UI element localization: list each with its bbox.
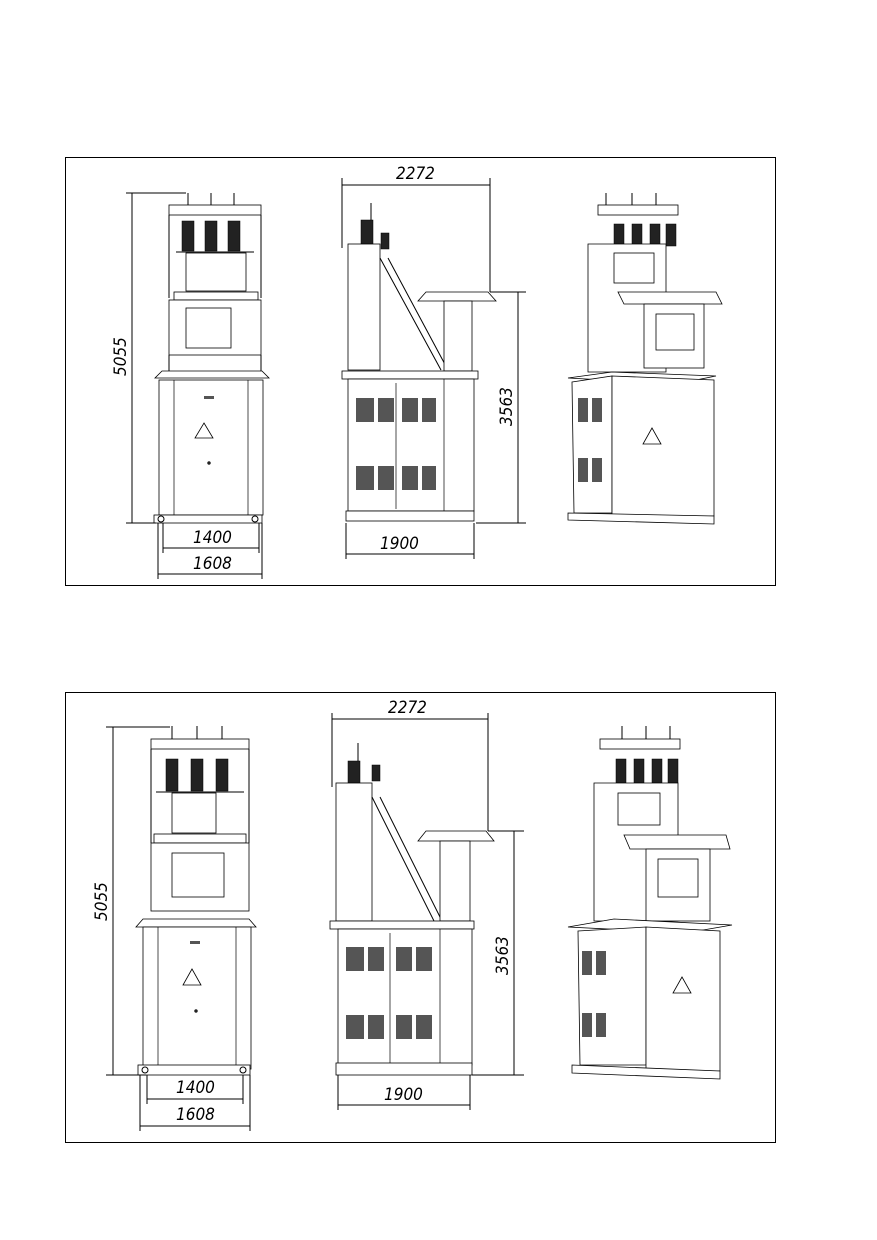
dim-label-3563: 3563: [493, 936, 513, 975]
dim-label-1900: 1900: [380, 534, 419, 554]
dim-label-3563: 3563: [497, 387, 517, 426]
front-view: [153, 193, 270, 524]
dim-label-5055: 5055: [111, 337, 131, 376]
dim-label-1608: 1608: [193, 554, 232, 574]
warning-sign-icon: [194, 422, 214, 439]
dim-label-1608: 1608: [176, 1105, 215, 1125]
drawing-top-svg: 2272 5055 3563 1400 1608 1900: [111, 164, 723, 579]
dim-label-1400: 1400: [193, 528, 232, 548]
vent-grille-icon: [346, 947, 432, 1039]
dim-label-5055: 5055: [92, 882, 112, 921]
dim-label-2272: 2272: [388, 698, 427, 718]
isometric-view: [567, 726, 733, 1080]
insulator-icon: [165, 758, 229, 792]
dim-label-1400: 1400: [176, 1078, 215, 1098]
drawing-sheet-bottom: 2272 5055 3563 1400 1608 1900: [65, 692, 776, 1143]
insulator-icon: [181, 220, 241, 252]
dim-label-2272: 2272: [396, 164, 435, 184]
dimension-lines: [106, 713, 524, 1131]
front-view: [135, 726, 257, 1076]
warning-sign-icon: [182, 968, 202, 986]
drawing-sheet-top: 2272 5055 3563 1400 1608 1900: [65, 157, 776, 586]
drawing-bottom-svg: 2272 5055 3563 1400 1608 1900: [92, 698, 733, 1131]
side-view: [341, 203, 497, 522]
dimension-lines: [126, 178, 526, 579]
vent-grille-icon: [356, 398, 436, 490]
dim-label-1900: 1900: [384, 1085, 423, 1105]
isometric-view: [567, 193, 723, 525]
side-view: [329, 743, 495, 1076]
